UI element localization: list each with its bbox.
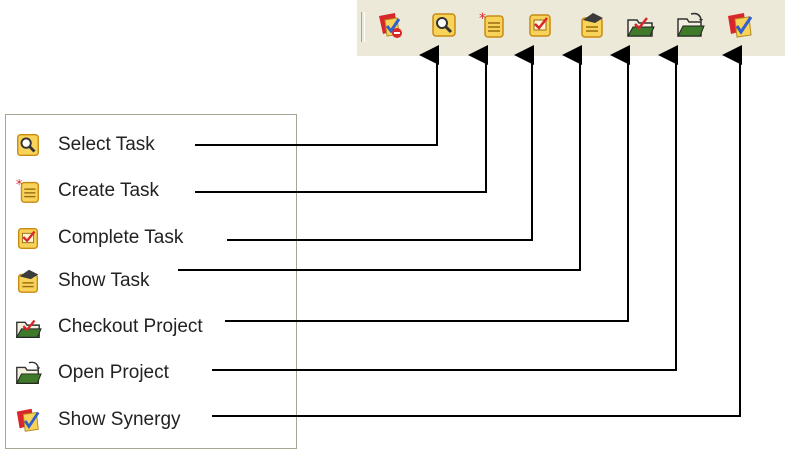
synergy-checkout-icon[interactable] — [375, 10, 405, 40]
menu-item-select-task[interactable]: Select Task — [12, 127, 292, 161]
connector-open-project — [212, 45, 678, 371]
connector-complete-task — [227, 45, 534, 241]
show-synergy-icon[interactable] — [725, 10, 755, 40]
checkout-project-icon — [16, 319, 42, 338]
menu-item-label: Checkout Project — [58, 316, 203, 337]
connector-create-task — [195, 45, 488, 193]
complete-task-icon[interactable] — [525, 10, 555, 40]
show-task-icon — [17, 269, 39, 293]
menu-item-create-task[interactable]: * Create Task — [12, 173, 292, 207]
svg-text:*: * — [16, 178, 23, 193]
menu-item-label: Show Task — [58, 270, 150, 291]
show-synergy-icon — [16, 408, 40, 432]
connector-show-synergy — [212, 45, 742, 417]
create-task-icon: * — [16, 178, 39, 203]
menu-item-show-task[interactable]: Show Task — [12, 263, 292, 297]
connector-show-task — [178, 45, 582, 271]
create-task-icon[interactable]: * — [477, 10, 507, 40]
menu-item-label: Select Task — [58, 134, 155, 155]
select-task-icon — [17, 134, 39, 156]
menu-item-label: Open Project — [58, 362, 169, 383]
task-menu: Select Task * Create Task Complete Task … — [5, 114, 297, 449]
select-task-icon[interactable] — [429, 10, 459, 40]
toolbar-separator — [361, 12, 365, 42]
menu-item-checkout-project[interactable]: Checkout Project — [12, 309, 292, 343]
open-project-icon — [16, 361, 42, 384]
connector-select-task — [195, 45, 439, 146]
connector-checkout-project — [225, 45, 630, 322]
menu-item-label: Complete Task — [58, 227, 184, 248]
open-project-icon[interactable] — [675, 10, 705, 40]
menu-item-open-project[interactable]: Open Project — [12, 355, 292, 389]
menu-item-show-synergy[interactable]: Show Synergy — [12, 402, 292, 436]
menu-item-label: Show Synergy — [58, 409, 181, 430]
svg-text:*: * — [479, 11, 486, 27]
show-task-icon[interactable] — [577, 10, 607, 40]
menu-item-label: Create Task — [58, 180, 160, 201]
complete-task-icon — [17, 227, 39, 249]
checkout-project-icon[interactable] — [625, 10, 655, 40]
menu-item-complete-task[interactable]: Complete Task — [12, 220, 292, 254]
